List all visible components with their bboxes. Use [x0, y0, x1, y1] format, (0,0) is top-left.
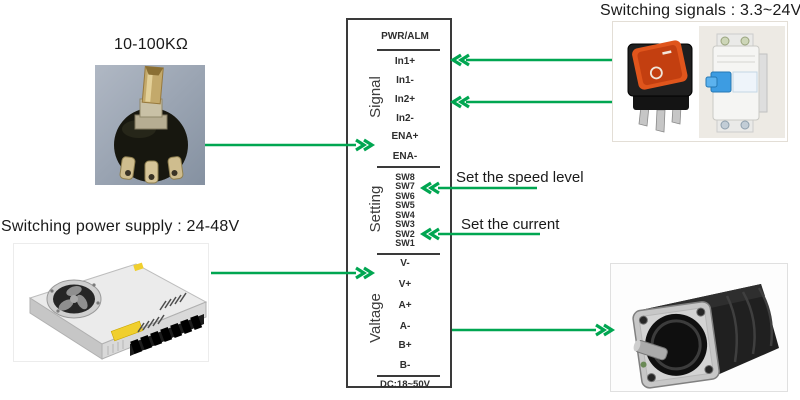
switching-signals-photos [612, 21, 788, 142]
power-supply-label: Switching power supply : 24-48V [1, 218, 240, 235]
pin-label: SW5 [395, 200, 415, 210]
power-supply-icon [28, 262, 208, 360]
potentiometer-photo [95, 65, 205, 185]
pin-label: SW1 [395, 238, 415, 248]
separator-line [377, 49, 440, 51]
pin-label: A- [399, 321, 411, 332]
pin-label: In2+ [394, 94, 416, 105]
connector-signals-to-in2 [449, 95, 612, 109]
pin-label: V+ [398, 279, 412, 290]
section-label-voltage: Valtage [367, 293, 384, 343]
connector-panel-to-motor [452, 323, 616, 337]
potentiometer-icon [114, 65, 188, 184]
stepper-motor-photo [610, 263, 788, 392]
pin-label: ENA- [392, 151, 418, 162]
pin-label: PWR/ALM [381, 31, 429, 42]
pin-label: In2- [396, 113, 414, 124]
connector-signals-to-in1 [449, 53, 612, 67]
dc-rating-label: DC:18~50V [380, 379, 430, 390]
pin-label: In1+ [394, 56, 416, 67]
pin-label: SW2 [395, 229, 415, 239]
pin-label: B- [399, 360, 411, 371]
separator-line [377, 375, 440, 377]
section-label-signal: Signal [367, 76, 384, 118]
stepper-motor-icon [632, 284, 779, 389]
pin-label: In1- [396, 75, 414, 86]
pin-label: B+ [398, 340, 412, 351]
pin-label: SW8 [395, 172, 415, 182]
pin-label: SW6 [395, 191, 415, 201]
potentiometer-range-label: 10-100KΩ [113, 36, 189, 53]
rocker-switch-icon [627, 40, 693, 133]
pin-label: ENA+ [391, 131, 419, 142]
section-label-setting: Setting [367, 185, 384, 233]
power-supply-photo [13, 243, 209, 362]
set-current-annotation: Set the current [461, 216, 560, 233]
separator-line [377, 253, 440, 255]
pin-label: A+ [398, 300, 412, 311]
pin-label: SW3 [395, 219, 415, 229]
driver-terminal-panel: PWR/ALM In1+ In1- In2+ In2- ENA+ ENA- SW… [346, 18, 452, 390]
circuit-breaker-icon [705, 33, 768, 133]
pin-label: SW7 [395, 181, 415, 191]
separator-line [377, 166, 440, 168]
pin-label: SW4 [395, 210, 415, 220]
pin-label: V- [400, 258, 410, 269]
set-speed-annotation: Set the speed level [456, 169, 584, 186]
switching-signals-label: Switching signals : 3.3~24V [600, 2, 800, 19]
